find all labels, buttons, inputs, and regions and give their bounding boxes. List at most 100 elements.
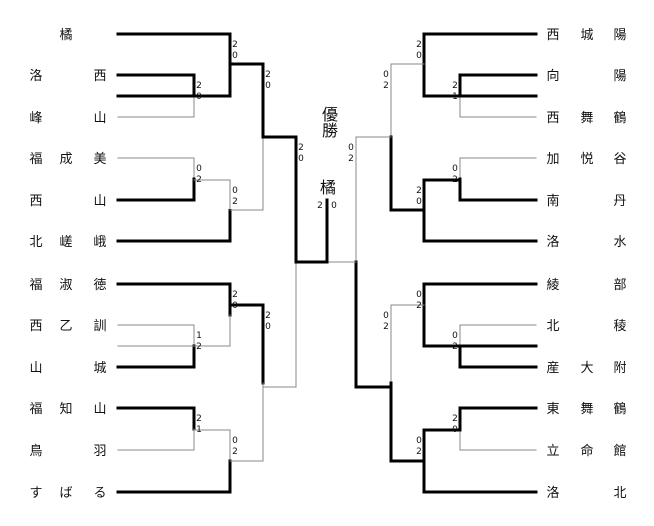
- right-team-name: 水: [613, 235, 626, 250]
- champion-team-name: 橘: [319, 178, 336, 197]
- match-score: 2: [383, 322, 389, 332]
- match-score: 0: [265, 81, 271, 91]
- right-team-name: 西: [546, 111, 559, 126]
- match-score: 2: [298, 143, 304, 153]
- match-score: 2: [196, 175, 202, 185]
- left-team-name: 美: [93, 152, 106, 167]
- right-team-name: 悦: [580, 152, 593, 167]
- match-score: 2: [383, 81, 389, 91]
- match-score: 2: [265, 70, 271, 80]
- champion-caption: 優勝: [319, 106, 338, 138]
- right-team-name: 附: [613, 361, 626, 376]
- left-team-name: 山: [93, 111, 106, 126]
- match-score: 2: [232, 197, 238, 207]
- left-team-name: 山: [93, 402, 106, 417]
- right-team-name: 綾: [546, 277, 559, 293]
- final-score: 2: [317, 201, 323, 211]
- match-score: 2: [265, 311, 271, 321]
- left-team-name: 山: [29, 361, 42, 376]
- match-score: 2: [196, 81, 202, 91]
- match-score: 1: [196, 331, 202, 341]
- right-team-name: 館: [613, 444, 626, 459]
- match-score: 2: [452, 81, 458, 91]
- match-score: 2: [452, 175, 458, 185]
- match-score: 2: [416, 40, 422, 50]
- left-team-name: 山: [93, 194, 106, 209]
- right-team-name: 洛: [546, 235, 559, 250]
- match-score: 2: [232, 290, 238, 300]
- match-score: 2: [348, 154, 354, 164]
- match-score: 2: [232, 40, 238, 50]
- match-score: 0: [416, 197, 422, 207]
- left-team-name: 福: [29, 278, 42, 293]
- match-score: 2: [416, 186, 422, 196]
- left-team-name: 淑: [59, 278, 72, 293]
- left-team-name: 嵯: [59, 235, 72, 250]
- champion-team: 橘: [318, 174, 338, 198]
- right-team-name: 洛: [546, 486, 559, 501]
- right-team-name: 命: [580, 443, 593, 459]
- left-team-name: 訓: [93, 318, 106, 334]
- left-team-name: 北: [29, 235, 42, 250]
- match-score: 0: [416, 290, 422, 300]
- right-team-name: 鶴: [613, 401, 626, 417]
- right-team-name: 舞: [580, 111, 593, 126]
- right-team-name: 城: [580, 28, 593, 43]
- left-team-name: す: [29, 486, 42, 501]
- match-score: 2: [232, 447, 238, 457]
- match-score: 0: [383, 311, 389, 321]
- match-score: 0: [232, 436, 238, 446]
- left-team-name: ば: [59, 486, 72, 501]
- match-score: 2: [452, 414, 458, 424]
- match-score: 1: [196, 425, 202, 435]
- match-score: 0: [196, 92, 202, 102]
- right-team-name: 向: [546, 68, 559, 84]
- match-score: 2: [452, 342, 458, 352]
- champion-label: 優勝: [318, 106, 338, 143]
- right-team-name: 陽: [613, 28, 626, 43]
- left-team-name: 鳥: [29, 444, 42, 459]
- left-team-name: 峨: [93, 235, 106, 250]
- left-team-name: 西: [29, 194, 42, 209]
- left-team-name: 洛: [29, 69, 42, 84]
- match-score: 1: [452, 92, 458, 102]
- match-score: 0: [232, 186, 238, 196]
- match-score: 0: [196, 164, 202, 174]
- left-team-name: 西: [29, 319, 42, 334]
- left-team-name: 福: [29, 152, 42, 167]
- match-score: 0: [452, 425, 458, 435]
- right-team-name: 産: [546, 360, 559, 376]
- right-team-name: 稜: [613, 319, 626, 334]
- match-score: 0: [265, 322, 271, 332]
- left-team-name: 知: [59, 401, 72, 417]
- left-team-name: 成: [59, 152, 72, 167]
- match-score: 0: [232, 51, 238, 61]
- left-team-name: 福: [29, 402, 42, 417]
- match-score: 0: [232, 301, 238, 311]
- match-score: 2: [416, 447, 422, 457]
- match-score: 2: [196, 342, 202, 352]
- left-team-name: る: [93, 486, 106, 501]
- right-team-name: 北: [546, 319, 559, 334]
- right-team-name: 大: [580, 361, 593, 376]
- right-team-name: 陽: [613, 69, 626, 84]
- match-score: 0: [383, 70, 389, 80]
- match-score: 0: [452, 164, 458, 174]
- right-team-name: 北: [613, 486, 626, 501]
- right-team-name: 加: [546, 152, 559, 167]
- left-team-name: 峰: [29, 111, 42, 126]
- left-team-name: 西: [93, 69, 106, 84]
- right-team-name: 南: [546, 193, 559, 209]
- match-score: 0: [298, 154, 304, 164]
- match-score: 0: [452, 331, 458, 341]
- match-score: 0: [416, 436, 422, 446]
- left-team-name: 羽: [93, 444, 106, 459]
- right-team-name: 立: [546, 444, 559, 459]
- left-team-name: 徳: [93, 278, 106, 293]
- final-score: 0: [331, 201, 337, 211]
- match-score: 2: [196, 414, 202, 424]
- right-team-name: 谷: [613, 152, 626, 167]
- match-score: 2: [416, 301, 422, 311]
